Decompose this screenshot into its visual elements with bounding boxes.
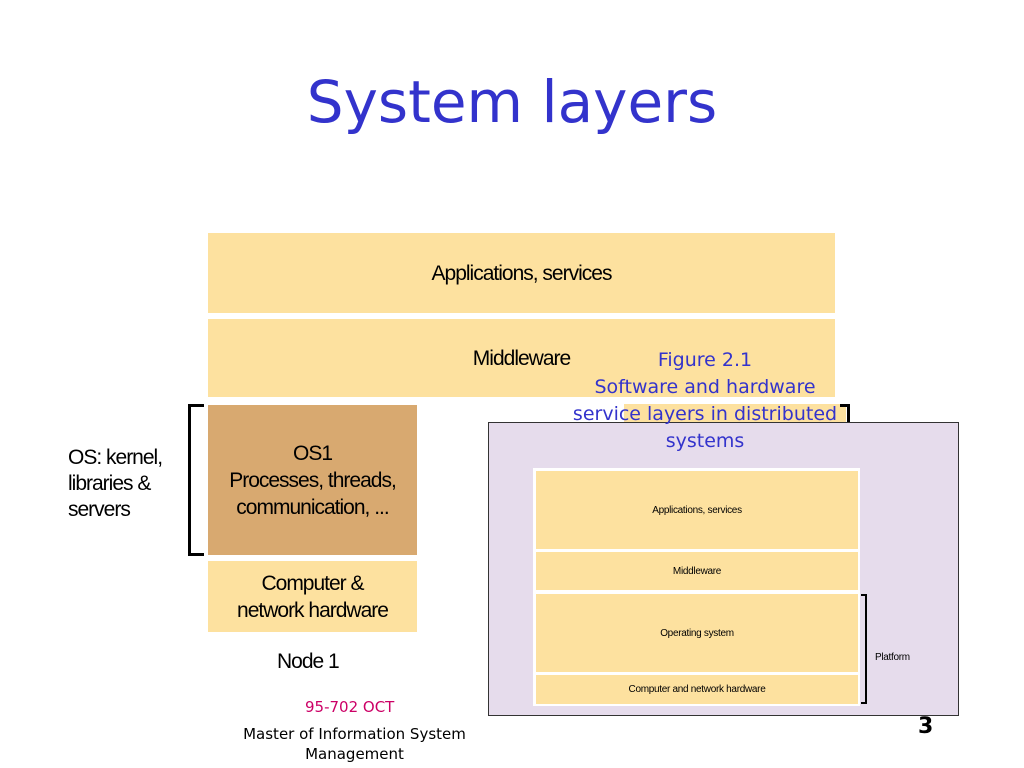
os1-communication: communication, ... [236,495,389,519]
os2-layer-fragment [624,404,846,422]
hardware-layer: Computer & network hardware [208,561,417,632]
middleware-layer: Middleware [208,319,835,397]
platform-bracket [861,594,867,704]
inset-os-layer: Operating system [536,594,858,672]
figure-caption-line2: Software and hardware [594,376,816,398]
footer-course-code: 95-702 OCT [305,698,395,716]
os1-title: OS1 [292,441,333,465]
inset-middleware-label: Middleware [672,565,722,577]
page-number: 3 [918,714,934,739]
os-bracket [188,404,204,556]
inset-applications-label: Applications, services [652,504,742,516]
os1-processes: Processes, threads, [229,468,397,492]
figure-caption-number: Figure 2.1 [657,349,753,371]
inset-os-label: Operating system [660,627,734,639]
figure-caption: Figure 2.1 Software and hardware service… [520,347,890,455]
platform-label: Platform [875,652,910,663]
inset-hardware-label: Computer and network hardware [628,684,766,695]
right-bracket-fragment [840,404,850,422]
inset-applications-layer: Applications, services [536,471,858,549]
node-label: Node 1 [277,650,340,673]
applications-layer-label: Applications, services [431,261,613,285]
applications-layer: Applications, services [208,233,835,313]
os1-layer: OS1 Processes, threads, communication, .… [208,405,417,555]
figure-caption-line3: service layers in distributed [572,403,838,425]
inset-middleware-layer: Middleware [536,552,858,590]
hardware-line1: Computer & [261,571,364,595]
os-label: OS: kernel, libraries & servers [68,446,163,521]
inset-hardware-layer: Computer and network hardware [536,675,858,704]
footer-program: Master of Information System Management [243,725,466,763]
figure-caption-line4: systems [665,430,745,452]
hardware-line2: network hardware [237,598,389,622]
middleware-layer-label: Middleware [472,346,571,370]
slide-title: System layers [306,68,718,136]
